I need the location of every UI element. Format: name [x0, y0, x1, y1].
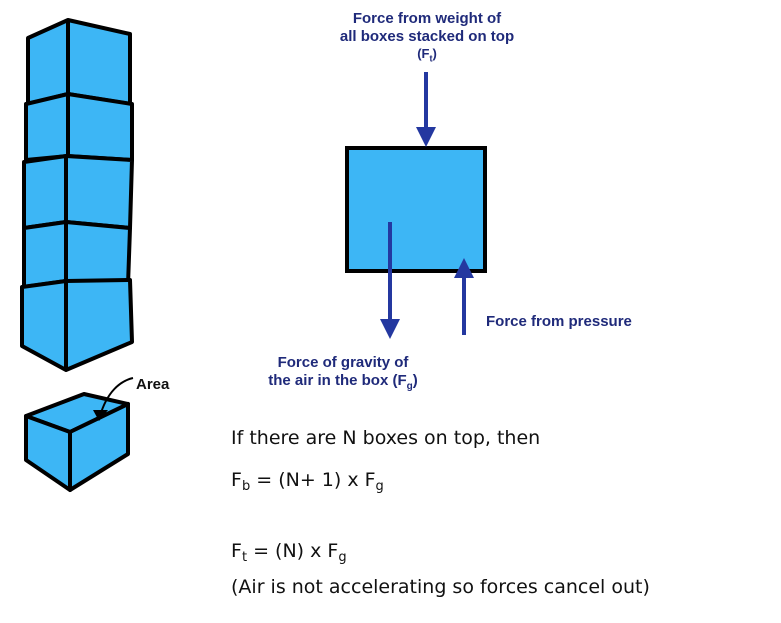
pressure-force-label: Force from pressure [486, 313, 632, 330]
area-pointer-arrowhead [93, 410, 108, 421]
top-force-label: Force from weight of all boxes stacked o… [316, 10, 538, 67]
force-diagram-box [345, 146, 487, 273]
stacked-box [22, 154, 134, 230]
stacked-box [22, 220, 132, 289]
stacked-box [20, 278, 134, 372]
equation-note: (Air is not accelerating so forces cance… [231, 576, 650, 598]
single-box-side-face [68, 402, 130, 492]
area-label: Area [136, 376, 170, 393]
equation-intro: If there are N boxes on top, then [231, 427, 541, 449]
top-force-symbol: (Ft) [417, 46, 437, 64]
equation-ft: Ft = (N) x Fg [231, 540, 347, 565]
stacked-box [24, 92, 134, 162]
stacked-box [26, 18, 132, 106]
gravity-force-label: Force of gravity of the air in the box (… [268, 354, 418, 392]
single-box [24, 392, 130, 492]
equation-fb: Fb = (N+ 1) x Fg [231, 469, 384, 494]
stacked-boxes-column [20, 18, 134, 372]
